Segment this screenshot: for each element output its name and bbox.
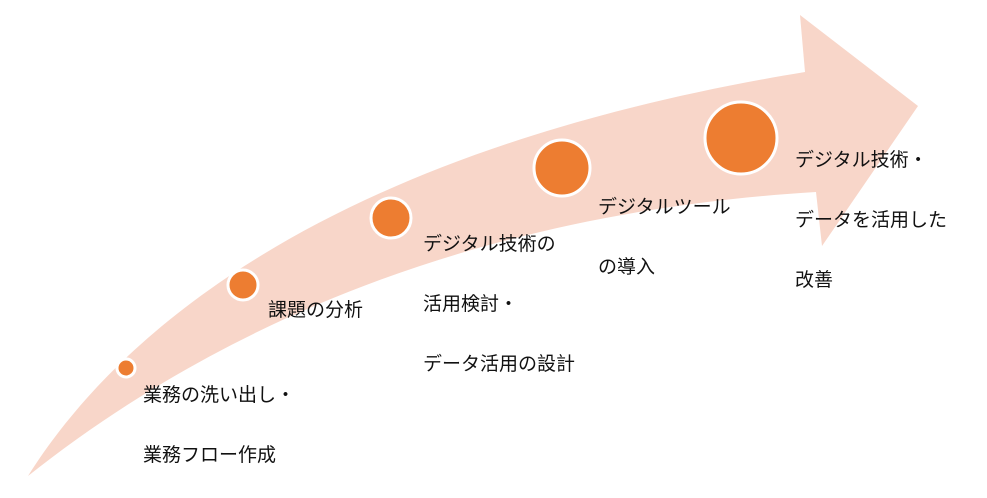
step-label-line: デジタル技術・: [795, 149, 928, 171]
step-label-5: デジタル技術・ データを活用した 改善: [795, 130, 947, 310]
step-label-line: データ活用の設計: [423, 353, 576, 375]
step-label-4: デジタルツール の導入: [598, 177, 731, 297]
curved-arrow: [28, 15, 918, 476]
step-dot-5: [703, 100, 779, 176]
step-dot-2: [226, 268, 260, 302]
step-label-3: デジタル技術の 活用検討・ データ活用の設計: [423, 214, 575, 394]
step-label-line: 改善: [795, 269, 834, 291]
step-label-line: 活用検討・: [423, 293, 519, 315]
step-label-2: 課題の分析: [268, 280, 363, 340]
step-label-line: 業務の洗い出し・: [143, 384, 296, 406]
step-dot-3: [369, 196, 413, 240]
step-label-line: デジタルツール: [598, 196, 731, 218]
step-label-line: の導入: [598, 256, 656, 278]
step-label-line: デジタル技術の: [423, 233, 556, 255]
step-label-line: データを活用した: [795, 209, 948, 231]
step-label-line: 課題の分析: [268, 299, 364, 321]
step-dot-4: [532, 138, 592, 198]
step-label-1: 業務の洗い出し・ 業務フロー作成: [143, 365, 295, 485]
step-label-line: 業務フロー作成: [143, 444, 277, 466]
step-dot-1: [115, 357, 137, 379]
